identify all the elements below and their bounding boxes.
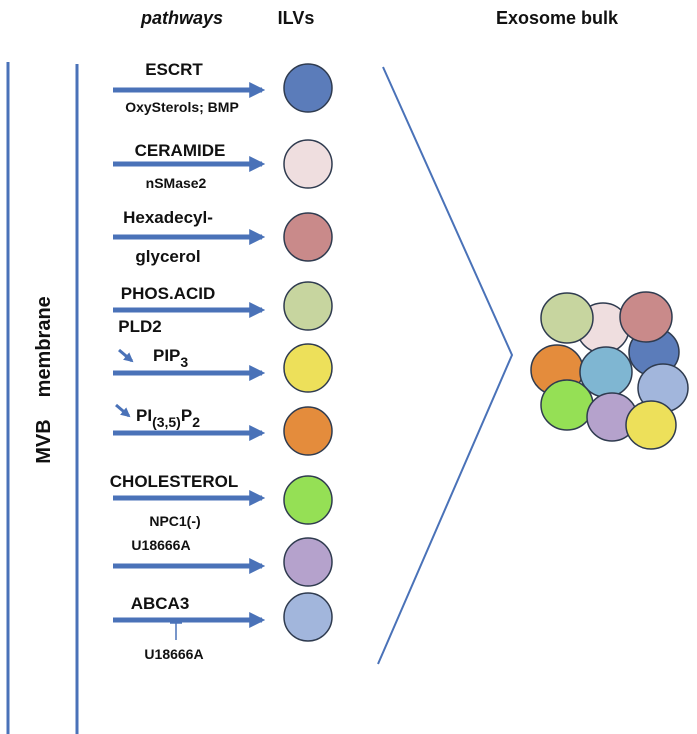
pathway-label: CERAMIDE: [135, 141, 226, 160]
cluster-vesicle-lime: [540, 379, 594, 431]
pathway-row-pi35p2: PI(3,5)P2: [113, 403, 333, 456]
pathway-label-line1: Hexadecyl-: [123, 208, 213, 227]
chevron-arrow: [377, 66, 514, 665]
cluster-vesicle-rose: [619, 291, 673, 343]
pathway-row-pip3: PIP3: [113, 343, 333, 393]
pathway-label: PHOS.ACID: [121, 284, 215, 303]
cluster-vesicle-green: [540, 292, 594, 344]
pathway-label-line2: glycerol: [135, 247, 200, 266]
ilv-circle: [283, 63, 333, 113]
exosome-cluster: [530, 291, 689, 450]
ilv-circle: [283, 139, 333, 189]
ilv-circle: [283, 343, 333, 393]
mvb-membrane-label: MVB membrane: [33, 296, 55, 464]
pathway-label: ABCA3: [131, 594, 190, 613]
pathway-row-phosacid: PHOS.ACID PLD2: [113, 281, 333, 336]
pathway-label: PIP3: [153, 346, 188, 370]
pathway-label: CHOLESTEROL: [110, 472, 238, 491]
cluster-vesicle-yellow: [625, 400, 677, 450]
pathway-row-u18666a: U18666A: [113, 537, 333, 587]
exosome-bulk-header: Exosome bulk: [496, 8, 619, 28]
pathway-row-abca3: ABCA3 U18666A: [113, 592, 333, 662]
ilv-circle: [283, 281, 333, 331]
membrane-word: membrane: [33, 296, 55, 397]
pathway-sublabel: nSMase2: [146, 175, 207, 191]
pathway-row-cholesterol: CHOLESTEROL NPC1(-): [110, 472, 333, 529]
pathway-label: PI(3,5)P2: [136, 406, 200, 430]
pathway-sublabel: PLD2: [118, 317, 161, 336]
pathway-sublabel: NPC1(-): [149, 513, 200, 529]
ilv-circle: [283, 212, 333, 262]
pathway-row-hexadecylglycerol: Hexadecyl- glycerol: [113, 208, 333, 266]
pathway-row-ceramide: CERAMIDE nSMase2: [113, 139, 333, 191]
ilv-circle: [283, 406, 333, 456]
ilv-circle: [283, 475, 333, 525]
pathways-header: pathways: [140, 8, 223, 28]
pathway-row-escrt: ESCRT OxySterols; BMP: [113, 60, 333, 115]
pathway-sublabel: U18666A: [144, 646, 203, 662]
ilv-circle: [283, 592, 333, 642]
ilvs-header: ILVs: [278, 8, 315, 28]
decrease-arrow-icon: [115, 403, 131, 418]
pathway-label: U18666A: [131, 537, 190, 553]
pathway-label: ESCRT: [145, 60, 203, 79]
mvb-word: MVB: [33, 419, 55, 463]
decrease-arrow-icon: [118, 348, 134, 363]
ilv-circle: [283, 537, 333, 587]
pathway-sublabel: OxySterols; BMP: [125, 99, 239, 115]
